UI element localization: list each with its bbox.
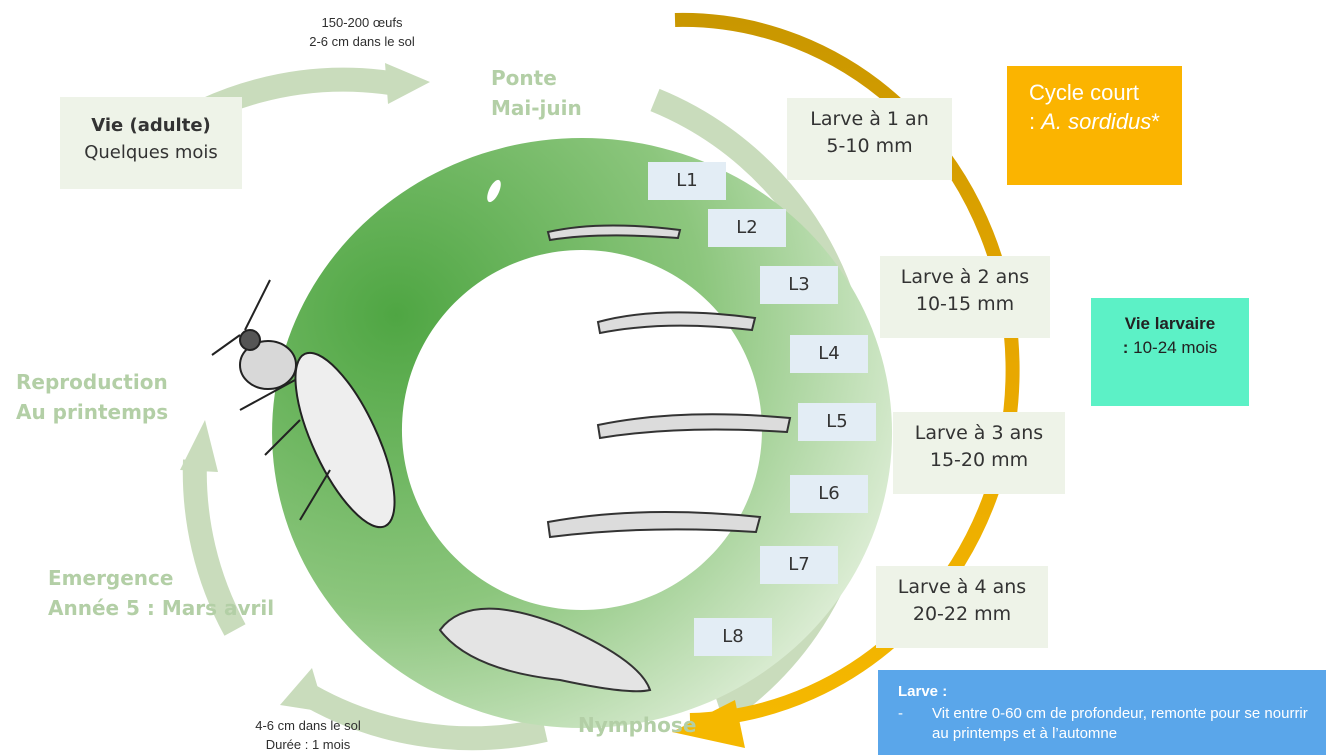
larva-age-2-line1: Larve à 2 ans (880, 264, 1050, 291)
vie-larvaire-title: Vie larvaire (1113, 312, 1227, 336)
instar-l2: L2 (708, 209, 786, 247)
adult-life-box: Vie (adulte) Quelques mois (60, 97, 242, 189)
larve-title: Larve : (898, 682, 1316, 702)
instar-l5: L5 (798, 403, 876, 441)
instar-l1: L1 (648, 162, 726, 200)
larva-age-3-line1: Larve à 3 ans (893, 420, 1065, 447)
instar-l4: L4 (790, 335, 868, 373)
larve-dash: - (898, 704, 932, 744)
stage-nymphose: Nymphose (578, 710, 696, 740)
larva-age-4: Larve à 4 ans 20-22 mm (876, 566, 1048, 648)
cycle-court-line1: Cycle court (1029, 78, 1160, 107)
cycle-court-box: Cycle court : A. sordidus* (1007, 66, 1182, 185)
larva-age-4-line1: Larve à 4 ans (876, 574, 1048, 601)
instar-l8: L8 (694, 618, 772, 656)
larva-age-1-line1: Larve à 1 an (787, 106, 952, 133)
stage-emergence-line2: Année 5 : Mars avril (48, 593, 274, 623)
larva-age-3-line2: 15-20 mm (893, 447, 1065, 474)
cycle-court-prefix: : (1029, 109, 1041, 134)
top-note-line1: 150-200 œufs (262, 13, 462, 32)
bottom-note: 4-6 cm dans le sol Durée : 1 mois (208, 716, 408, 754)
stage-emergence: Emergence Année 5 : Mars avril (48, 563, 274, 623)
larva-age-4-line2: 20-22 mm (876, 601, 1048, 628)
instar-l6: L6 (790, 475, 868, 513)
larva-age-3: Larve à 3 ans 15-20 mm (893, 412, 1065, 494)
instar-l7: L7 (760, 546, 838, 584)
larva-age-1: Larve à 1 an 5-10 mm (787, 98, 952, 180)
stage-ponte-line2: Mai-juin (491, 93, 582, 123)
stage-reproduction-line1: Reproduction (16, 367, 168, 397)
stage-emergence-line1: Emergence (48, 563, 274, 593)
vie-larvaire-value: 10-24 mois (1133, 338, 1217, 357)
bottom-note-line2: Durée : 1 mois (208, 735, 408, 754)
stage-reproduction-line2: Au printemps (16, 397, 168, 427)
vie-larvaire-colon: : (1123, 338, 1129, 357)
instar-l3: L3 (760, 266, 838, 304)
stage-ponte: Ponte Mai-juin (491, 63, 582, 123)
larva-age-2: Larve à 2 ans 10-15 mm (880, 256, 1050, 338)
stage-ponte-line1: Ponte (491, 63, 582, 93)
cycle-court-species: A. sordidus (1041, 109, 1151, 134)
bottom-note-line1: 4-6 cm dans le sol (208, 716, 408, 735)
larva-age-2-line2: 10-15 mm (880, 291, 1050, 318)
larve-text: Vit entre 0-60 cm de profondeur, remonte… (932, 704, 1316, 744)
larva-age-1-line2: 5-10 mm (787, 133, 952, 160)
top-note-line2: 2-6 cm dans le sol (262, 32, 462, 51)
adult-box-sub: Quelques mois (60, 142, 242, 163)
adult-box-title: Vie (adulte) (60, 115, 242, 136)
vie-larvaire-box: Vie larvaire : 10-24 mois (1091, 298, 1249, 406)
stage-reproduction: Reproduction Au printemps (16, 367, 168, 427)
larve-box: Larve : - Vit entre 0-60 cm de profondeu… (878, 670, 1326, 755)
cycle-court-suffix: * (1151, 109, 1160, 134)
top-note: 150-200 œufs 2-6 cm dans le sol (262, 13, 462, 51)
